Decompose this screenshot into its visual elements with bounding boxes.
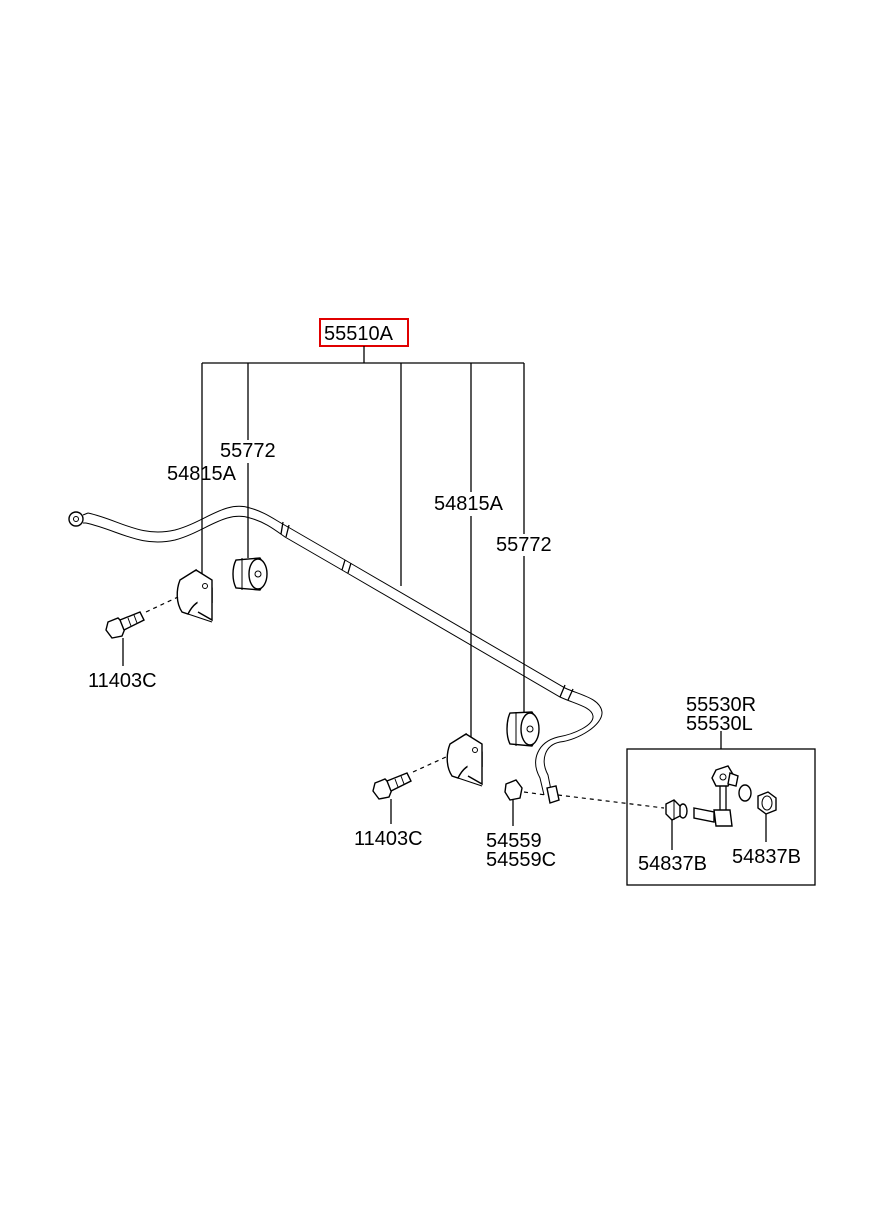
label-55530L[interactable]: 55530L: [686, 713, 753, 735]
bolt-right[interactable]: [372, 756, 447, 824]
label-54837B-right[interactable]: 54837B: [732, 846, 801, 868]
bushing-left[interactable]: [232, 557, 268, 591]
label-54815A-left[interactable]: 54815A: [167, 463, 237, 485]
bracket-left[interactable]: [176, 568, 213, 623]
label-54837B-left[interactable]: 54837B: [638, 853, 707, 875]
leader-tree: [201, 346, 525, 738]
link-nut-left[interactable]: [665, 799, 681, 850]
label-55530R[interactable]: 55530R: [686, 694, 756, 716]
stabilizer-link[interactable]: [678, 765, 752, 827]
label-11403C-right[interactable]: 11403C: [354, 828, 423, 850]
bolt-left[interactable]: [105, 596, 179, 666]
label-11403C-left[interactable]: 11403C: [88, 670, 157, 692]
label-54815A-right[interactable]: 54815A: [434, 493, 504, 515]
link-connection-dash: [557, 794, 665, 809]
label-55772-left[interactable]: 55772: [220, 440, 276, 462]
bracket-right[interactable]: [446, 732, 483, 787]
label-54559[interactable]: 54559: [486, 830, 542, 852]
nut-54559[interactable]: [504, 779, 547, 826]
bushing-right[interactable]: [506, 711, 540, 747]
link-nut-right[interactable]: [757, 791, 777, 842]
stabilizer-bar[interactable]: [68, 505, 603, 804]
label-55772-right[interactable]: 55772: [496, 534, 552, 556]
main-part-label[interactable]: 55510A: [324, 323, 394, 345]
label-54559C[interactable]: 54559C: [486, 849, 556, 871]
